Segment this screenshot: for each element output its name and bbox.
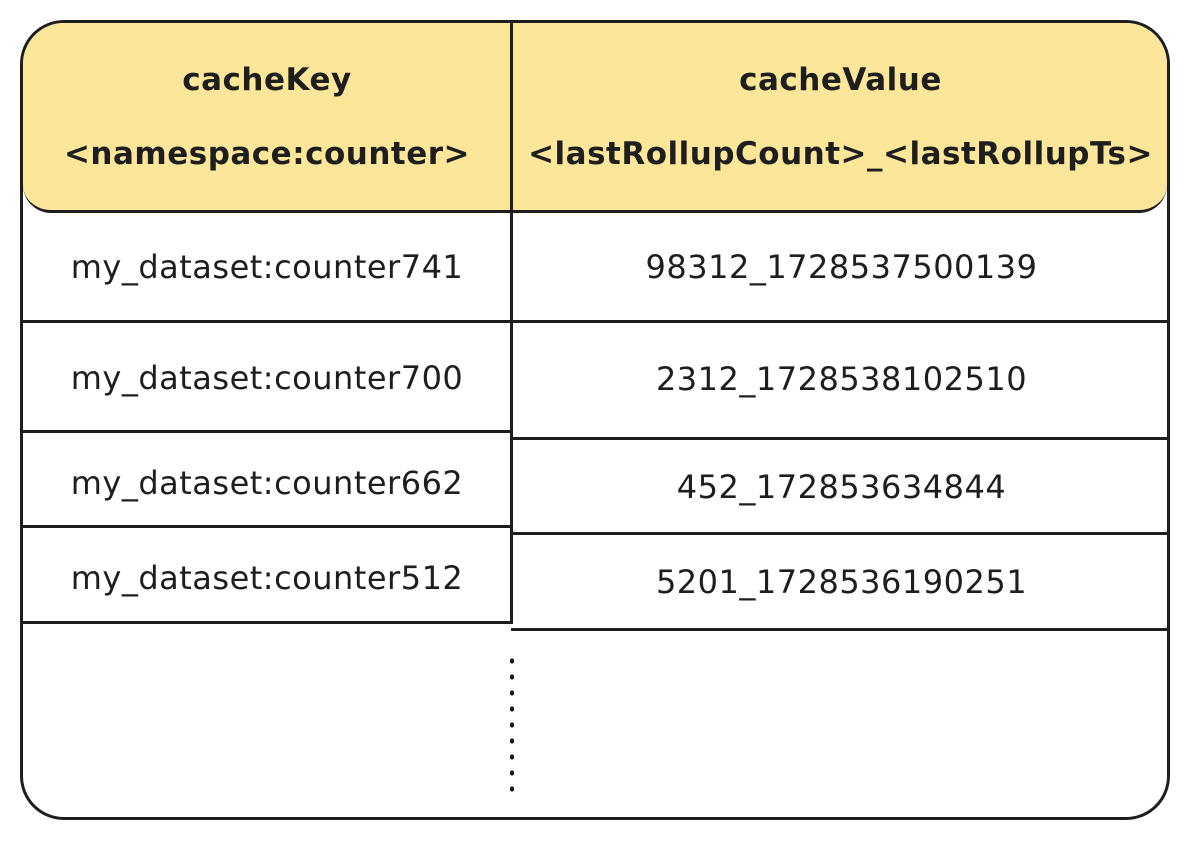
row-4-separator-right xyxy=(511,628,1167,631)
row-2-separator-right xyxy=(511,437,1167,440)
row-3-separator-left xyxy=(23,525,513,528)
row-1-key: my_dataset:counter741 xyxy=(70,248,464,286)
cache-value-title: cacheValue xyxy=(739,61,942,98)
table-header: cacheKey <namespace:counter> cacheValue … xyxy=(23,23,1167,213)
row-1-key-cell: my_dataset:counter741 xyxy=(23,213,511,321)
row-2-key-cell: my_dataset:counter700 xyxy=(23,323,511,433)
row-3-separator-right xyxy=(511,532,1167,535)
row-4-key: my_dataset:counter512 xyxy=(70,559,464,597)
row-1-value-cell: 98312_1728537500139 xyxy=(513,213,1167,321)
cache-key-title: cacheKey xyxy=(182,61,352,98)
row-2-value: 2312_1728538102510 xyxy=(655,360,1028,398)
row-4-key-cell: my_dataset:counter512 xyxy=(23,528,511,628)
row-4-value-cell: 5201_1728536190251 xyxy=(513,535,1167,628)
row-2-value-cell: 2312_1728538102510 xyxy=(513,323,1167,435)
row-4-separator-left xyxy=(23,621,513,624)
row-1-separator xyxy=(23,320,1167,323)
row-2-key: my_dataset:counter700 xyxy=(70,359,464,397)
cache-key-format: <namespace:counter> xyxy=(63,135,471,172)
row-2-separator-left xyxy=(23,430,513,433)
row-3-value: 452_172853634844 xyxy=(676,467,1007,506)
vertical-ellipsis-icon xyxy=(510,653,514,798)
row-4-value: 5201_1728536190251 xyxy=(655,562,1028,601)
row-3-value-cell: 452_172853634844 xyxy=(513,440,1167,533)
header-cache-key: cacheKey <namespace:counter> xyxy=(23,23,511,210)
row-3-key: my_dataset:counter662 xyxy=(70,464,464,502)
cache-table: cacheKey <namespace:counter> cacheValue … xyxy=(20,20,1170,820)
row-3-key-cell: my_dataset:counter662 xyxy=(23,433,511,533)
row-1-value: 98312_1728537500139 xyxy=(645,248,1038,286)
cache-value-format: <lastRollupCount>_<lastRollupTs> xyxy=(528,135,1153,172)
header-cache-value: cacheValue <lastRollupCount>_<lastRollup… xyxy=(511,23,1167,210)
